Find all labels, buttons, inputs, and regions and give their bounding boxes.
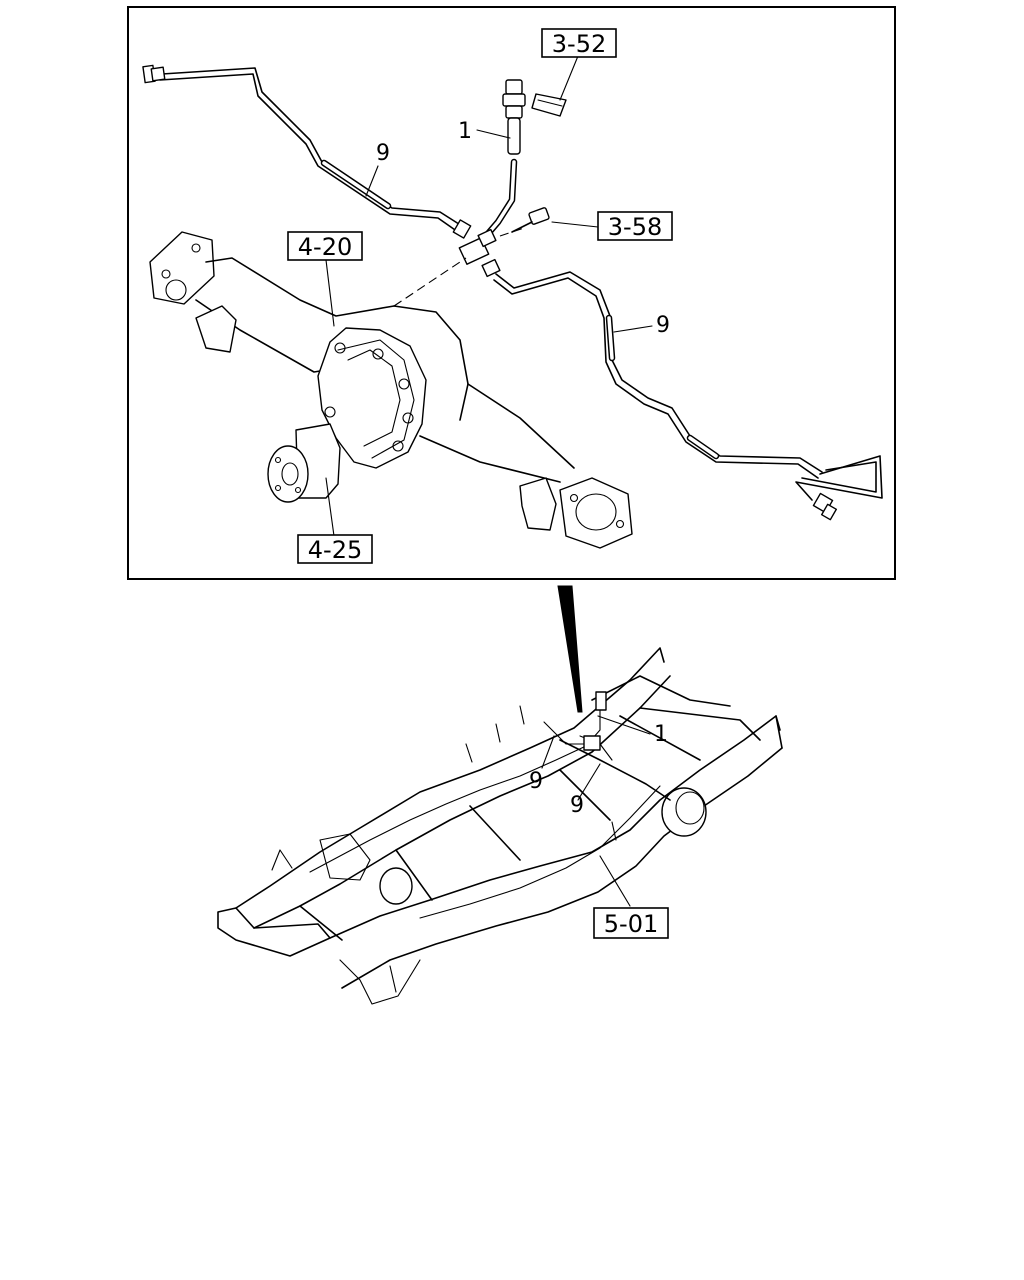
rear-axle-housing [149,231,633,549]
junction-bolt [511,207,550,233]
ref-box-4-25[interactable]: 4-25 [297,534,373,564]
ref-box-3-58[interactable]: 3-58 [597,211,673,241]
chassis-frame [217,647,783,1005]
chassis-leaders [541,715,651,907]
flexible-brake-hose [482,79,526,240]
right-brake-pipe [493,271,883,521]
callout-pipe-right-top: 9 [656,313,670,338]
callout-hose-bottom: 1 [654,722,668,747]
svg-text:4-25: 4-25 [308,536,362,564]
three-way-junction [458,228,501,278]
detail-pointer [557,585,583,713]
hose-clip [531,93,567,117]
svg-text:5-01: 5-01 [604,910,658,938]
ref-box-3-52[interactable]: 3-52 [541,28,617,58]
callout-hose-top: 1 [458,119,472,144]
detail-leaders [325,55,653,537]
callout-pipe-left-bottom: 9 [529,769,543,794]
chassis-brake-lines [309,691,661,919]
left-brake-pipe [142,64,472,239]
detail-frame [127,6,896,580]
svg-text:3-52: 3-52 [552,30,606,58]
svg-text:4-20: 4-20 [298,233,352,261]
clip-routing-line [499,227,525,237]
callout-pipe-left-top: 9 [376,141,390,166]
ref-box-5-01[interactable]: 5-01 [593,907,669,939]
svg-text:3-58: 3-58 [608,213,662,241]
callout-pipe-right-bottom: 9 [570,793,584,818]
ref-box-4-20[interactable]: 4-20 [287,231,363,261]
hose-routing-line [393,257,467,307]
